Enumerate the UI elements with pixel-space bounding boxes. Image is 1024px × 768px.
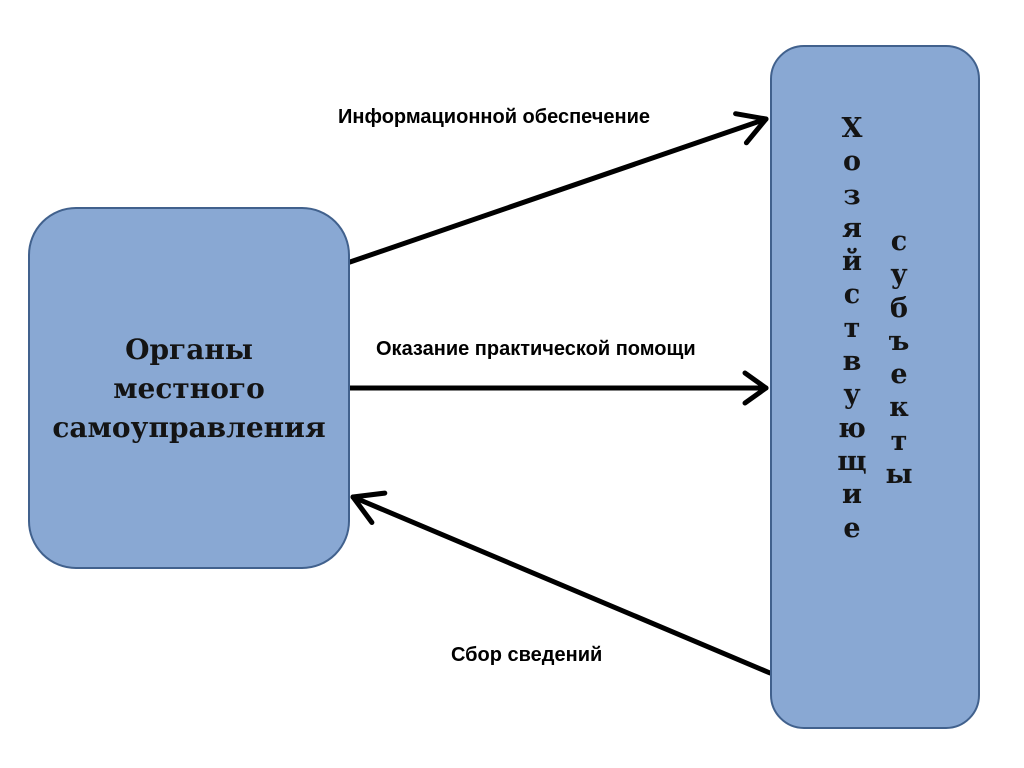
- local-government-box: Органы местного самоуправления: [28, 207, 350, 569]
- vertical-letter: з: [843, 179, 861, 211]
- information-support-label: Информационной обеспечение: [338, 106, 651, 128]
- data-collection-label: Сбор сведений: [451, 644, 603, 666]
- arrow-collection-line: [350, 494, 773, 676]
- arrow-information-head: [733, 111, 769, 146]
- vertical-letter: о: [842, 146, 861, 178]
- vertical-letter: у: [843, 379, 861, 411]
- arrow-collection-head: [350, 490, 388, 525]
- vertical-letter: с: [890, 226, 908, 257]
- vertical-letter: б: [889, 292, 908, 324]
- vertical-letter: е: [890, 359, 908, 391]
- vertical-letter: т: [890, 425, 908, 457]
- vertical-letter: щ: [837, 445, 867, 477]
- local-government-line-3: самоуправления: [52, 410, 326, 444]
- vertical-letter: я: [842, 212, 862, 244]
- vertical-letter: ю: [838, 412, 866, 444]
- practical-assistance-label: Оказание практической помощи: [376, 338, 696, 360]
- vertical-letter: й: [841, 246, 863, 278]
- vertical-letter: и: [841, 479, 863, 511]
- business-entities-box: [770, 45, 980, 729]
- arrow-assistance-head: [742, 370, 769, 406]
- local-government-line-1: Органы: [125, 332, 253, 366]
- arrow-information-line: [347, 116, 769, 265]
- vertical-letter: ы: [885, 459, 913, 491]
- local-government-title: Органы местного самоуправления: [52, 330, 325, 447]
- vertical-letter: е: [843, 512, 861, 544]
- vertical-letter: к: [889, 392, 909, 424]
- vertical-letter: в: [842, 346, 862, 378]
- vertical-letter: ъ: [888, 325, 910, 357]
- vertical-letter: у: [890, 259, 908, 291]
- local-government-line-2: местного: [113, 371, 265, 405]
- business-entities-word-2: с у б ъ е к т ы: [882, 225, 916, 491]
- vertical-letter: с: [843, 279, 861, 311]
- vertical-letter: т: [843, 312, 861, 344]
- vertical-letter: Х: [841, 113, 863, 144]
- business-entities-word-1: Х о з я й с т в у ю щ и е: [835, 112, 869, 545]
